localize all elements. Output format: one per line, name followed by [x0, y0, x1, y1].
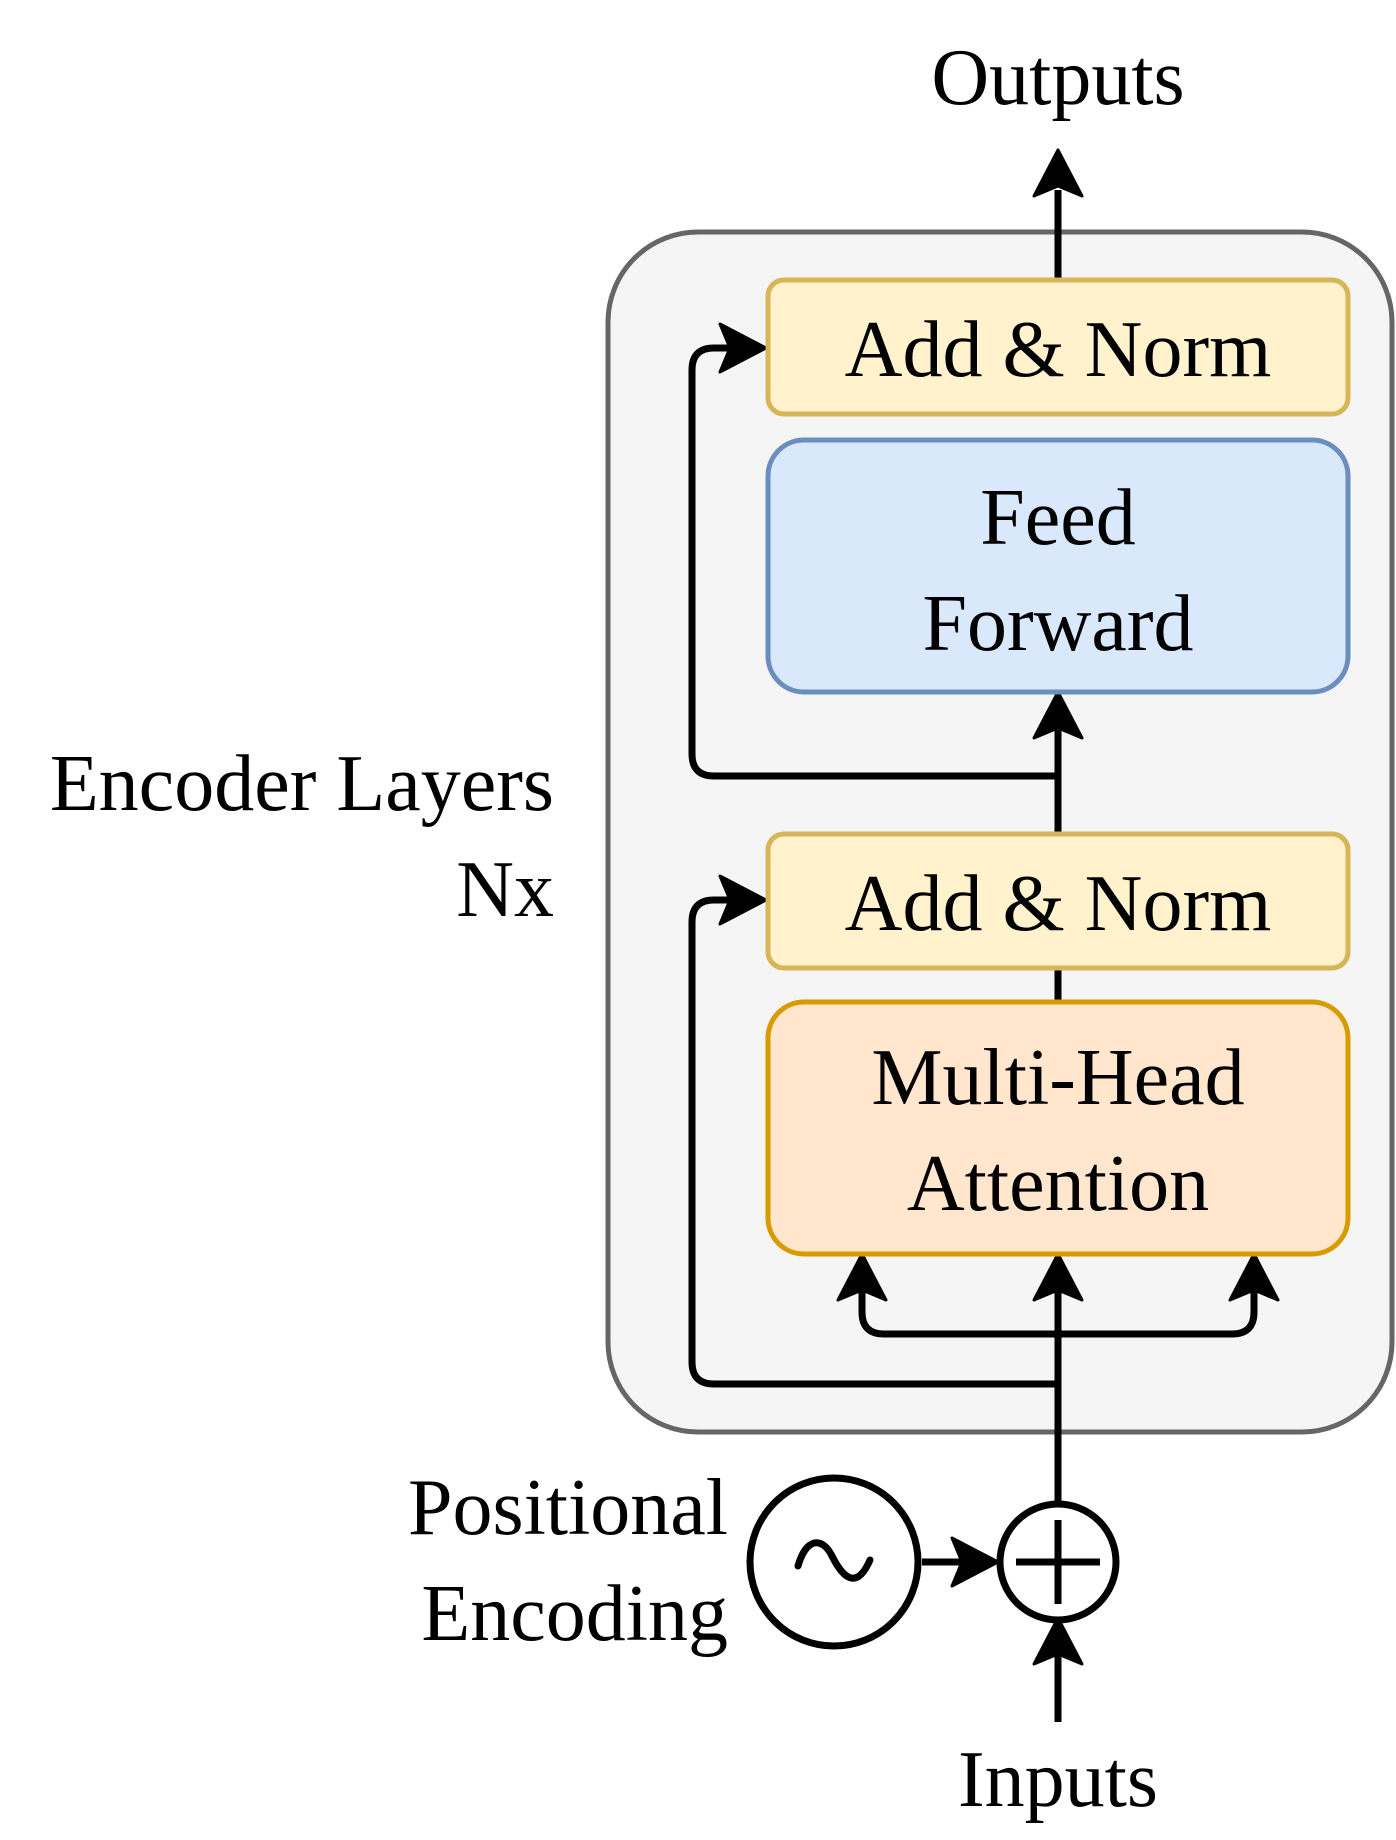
feed-forward-label-line1: Feed [980, 474, 1136, 562]
add-norm-bottom-box [765, 831, 1351, 971]
attention-split [858, 1290, 1058, 1338]
add-norm-bottom-label: Add & Norm [845, 860, 1272, 948]
sine-wave-icon [746, 1474, 922, 1650]
output-arrowhead [1032, 148, 1084, 198]
pos-to-plus-arrowhead [950, 1536, 1000, 1588]
plus-circle-icon [996, 1500, 1120, 1624]
add-norm-top-box [765, 277, 1351, 417]
feed-forward-label-line2: Forward [922, 580, 1193, 668]
encoder-layers-label: Encoder Layers [50, 740, 554, 828]
ff-input-arrowhead [1032, 690, 1084, 740]
connections [688, 148, 1280, 1722]
add-norm-top-label: Add & Norm [845, 306, 1272, 394]
residual-top-arrowhead [718, 322, 768, 374]
feed-forward-box [765, 437, 1351, 695]
attention-center-arrowhead [1032, 1252, 1084, 1302]
residual-bottom [688, 896, 1058, 1388]
positional-encoding-label-line1: Positional [408, 1464, 728, 1552]
encoder-count-label: Nx [456, 846, 554, 934]
inputs-label: Inputs [958, 1736, 1158, 1824]
inputs-arrowhead [1032, 1616, 1084, 1666]
residual-bottom-arrowhead [718, 874, 768, 926]
attention-label-line1: Multi-Head [871, 1034, 1244, 1122]
attention-label-line2: Attention [907, 1140, 1209, 1228]
attention-box [765, 999, 1351, 1257]
positional-encoding-label-line2: Encoding [421, 1570, 728, 1658]
residual-top [688, 344, 1058, 780]
outputs-label: Outputs [931, 34, 1184, 122]
attention-right-arrowhead [1228, 1252, 1280, 1302]
attention-left-arrowhead [836, 1252, 888, 1302]
attention-split-right [1058, 1290, 1258, 1338]
